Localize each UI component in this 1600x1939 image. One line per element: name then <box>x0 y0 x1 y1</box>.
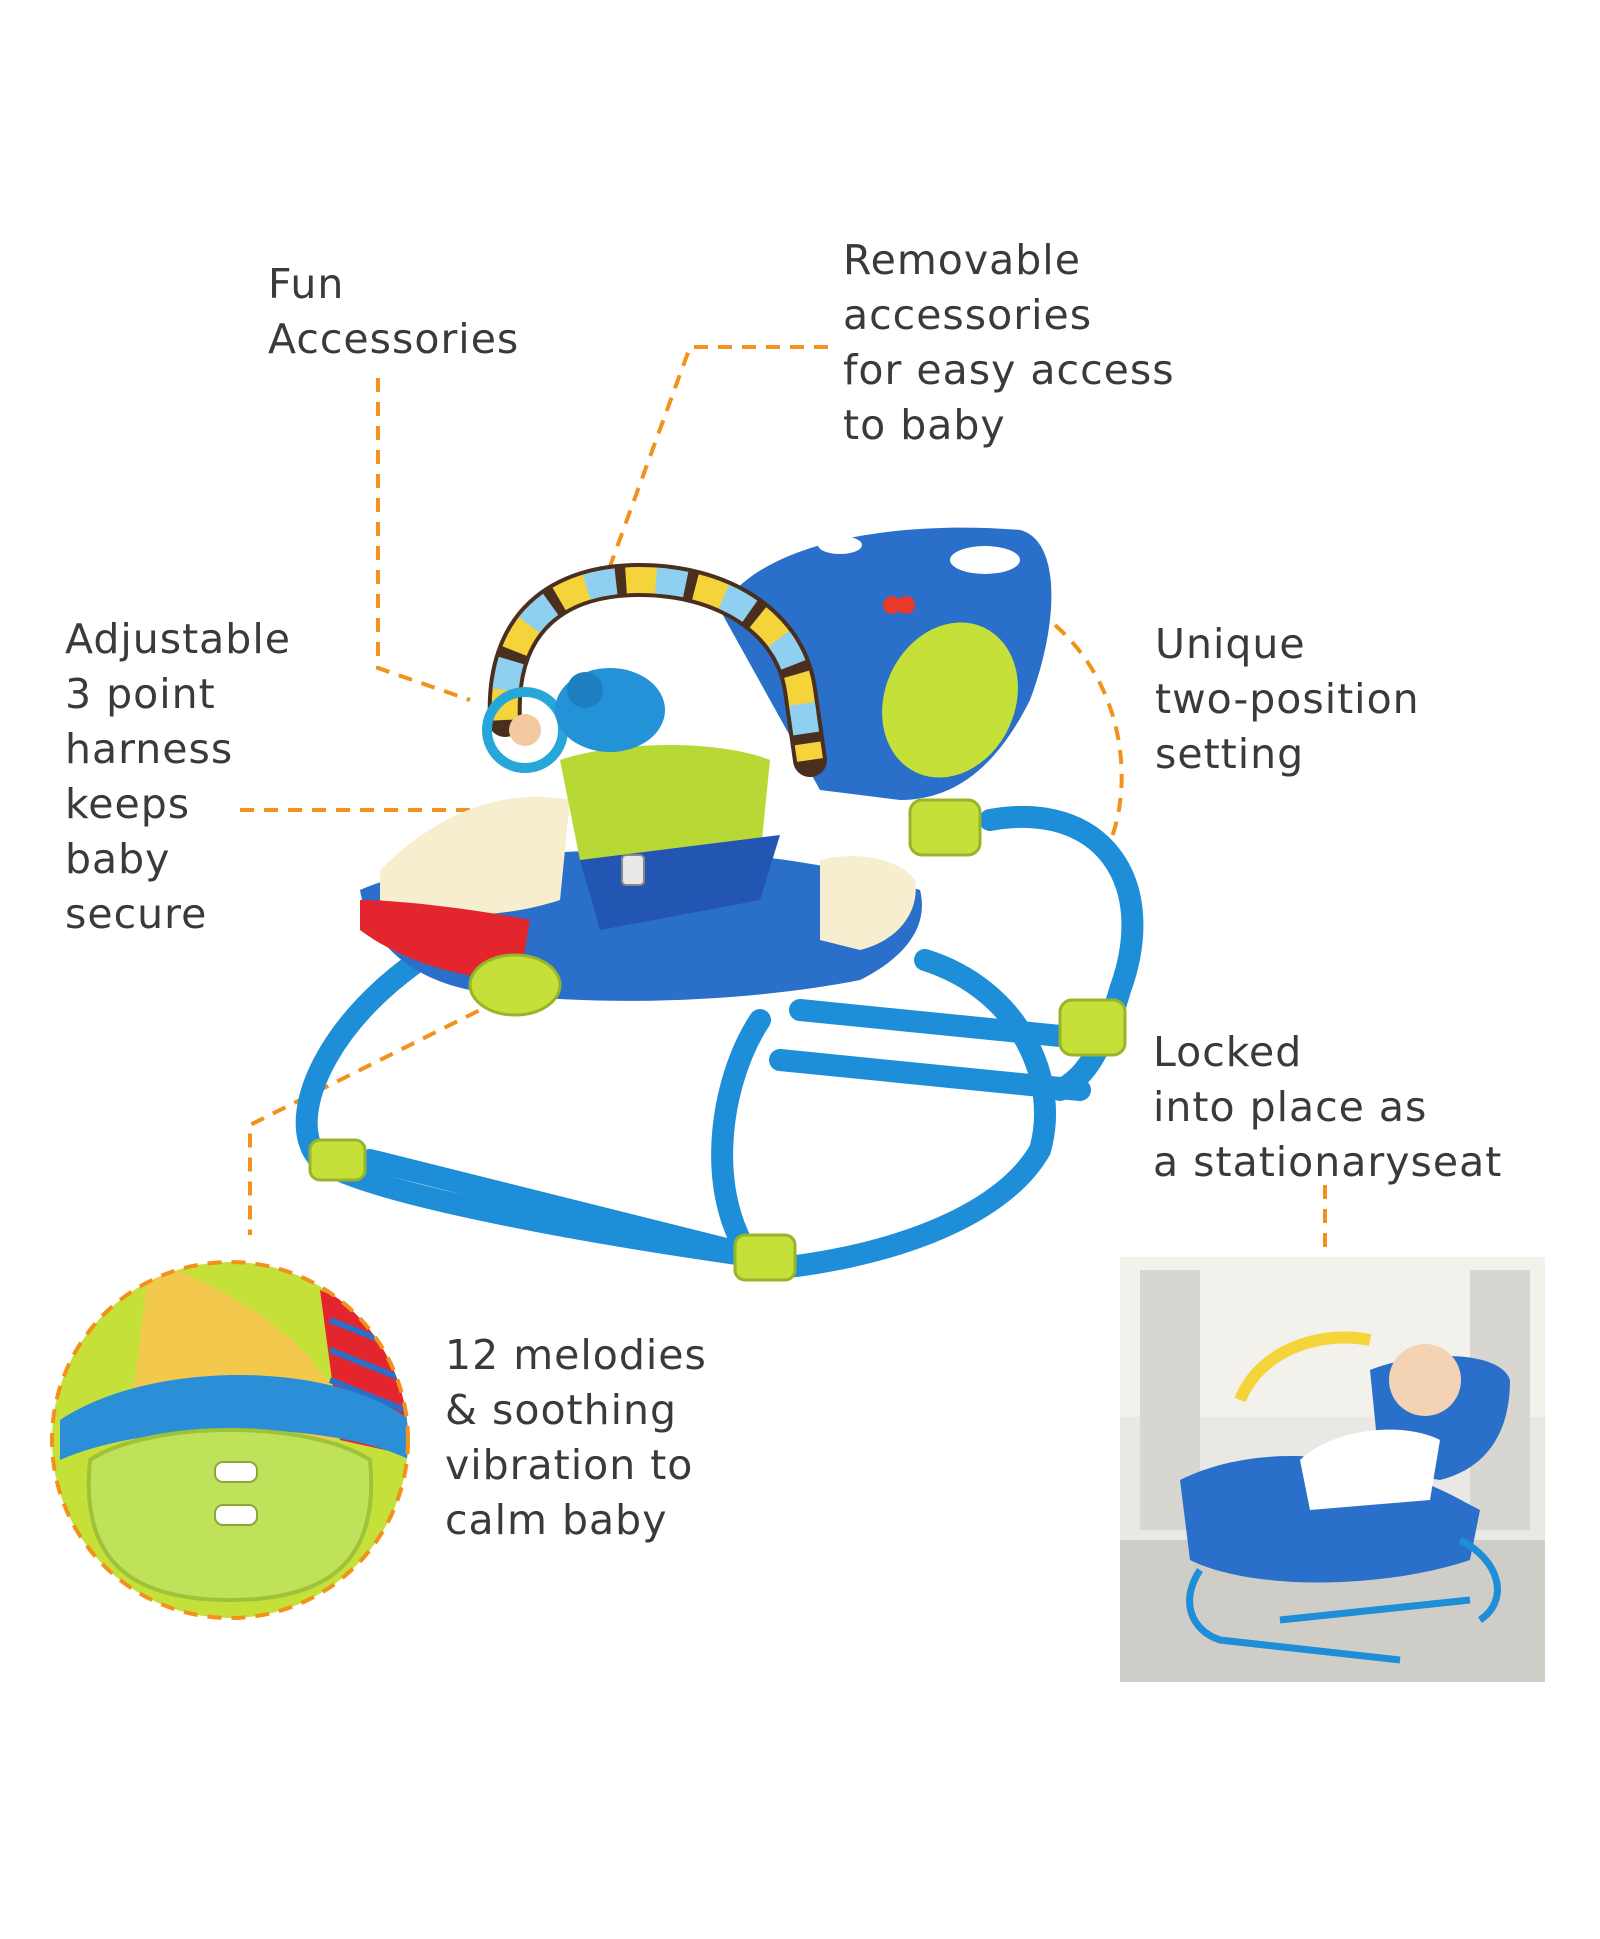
inset-photo <box>1120 1257 1545 1682</box>
label-locked-stationary: Locked into place as a stationaryseat <box>1153 1025 1502 1190</box>
harness-buckle <box>621 854 645 886</box>
label-line: for easy access <box>843 346 1175 394</box>
label-line: into place as <box>1153 1083 1428 1131</box>
frame-joints <box>308 798 1127 1282</box>
label-line: Accessories <box>268 315 520 363</box>
label-line: vibration to <box>445 1441 694 1489</box>
label-line: two-position <box>1155 675 1420 723</box>
label-line: baby <box>65 835 171 883</box>
seat-right-cushion <box>820 856 916 950</box>
label-line: accessories <box>843 291 1093 339</box>
vibration-switch <box>214 1461 258 1483</box>
label-line: 3 point <box>65 670 216 718</box>
seat-green-panel <box>560 745 770 875</box>
baby-rocker <box>295 527 1144 1282</box>
music-unit-zoom <box>50 1260 410 1620</box>
callout-line-removable <box>603 345 828 581</box>
label-line: calm baby <box>445 1496 668 1544</box>
cloud-decor <box>818 536 1020 574</box>
label-line: Removable <box>843 236 1081 284</box>
baby-photo <box>1389 1344 1461 1416</box>
label-line: Unique <box>1155 620 1306 668</box>
label-melodies: 12 melodies & soothing vibration to calm… <box>445 1328 707 1548</box>
label-line: keeps <box>65 780 191 828</box>
seat-left-cushion <box>380 796 570 915</box>
callout-line-position <box>1053 623 1124 862</box>
label-line: a stationaryseat <box>1153 1138 1503 1186</box>
label-fun-accessories: Fun Accessories <box>268 257 519 367</box>
label-line: harness <box>65 725 234 773</box>
label-line: to baby <box>843 401 1006 449</box>
label-line: Adjustable <box>65 615 291 663</box>
label-line: Locked <box>1153 1028 1303 1076</box>
label-removable-accessories: Removable accessories for easy access to… <box>843 233 1175 453</box>
butterfly-icon <box>883 596 915 614</box>
label-line: secure <box>65 890 208 938</box>
label-two-position: Unique two-position setting <box>1155 617 1420 782</box>
label-line: Fun <box>268 260 345 308</box>
callout-line-fun <box>376 378 471 702</box>
seat-leaf <box>882 622 1018 778</box>
melody-switch <box>214 1504 258 1526</box>
label-harness: Adjustable 3 point harness keeps baby se… <box>65 612 291 942</box>
label-line: & soothing <box>445 1386 677 1434</box>
label-line: 12 melodies <box>445 1331 707 1379</box>
label-line: setting <box>1155 730 1305 778</box>
music-unit <box>468 953 562 1017</box>
